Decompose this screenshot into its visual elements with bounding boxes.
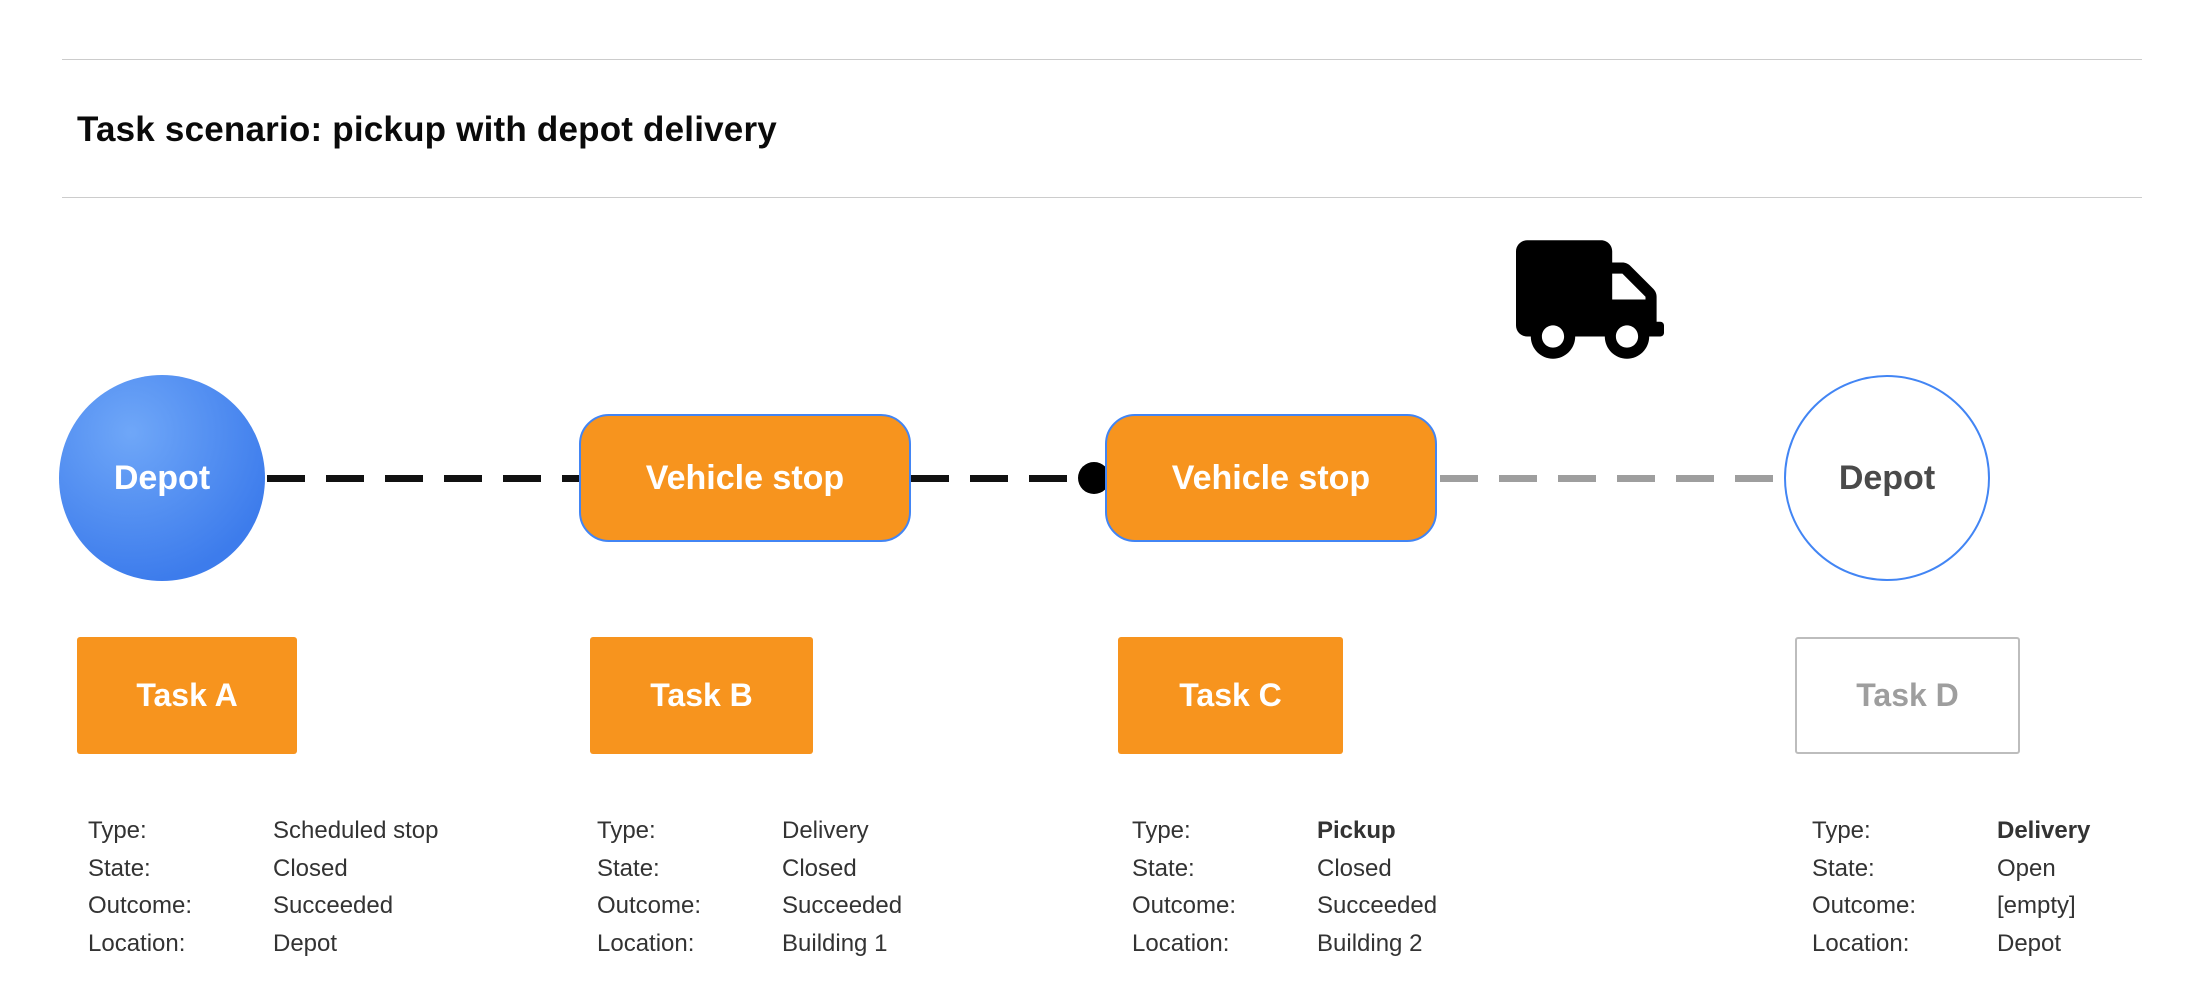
edge-stop2-to-depot bbox=[1440, 475, 1784, 482]
vehicle-stop-2-node: Vehicle stop bbox=[1105, 414, 1437, 542]
field-value-location: Building 1 bbox=[782, 929, 888, 957]
truck-icon bbox=[1516, 240, 1664, 359]
vehicle-stop-1-label: Vehicle stop bbox=[645, 458, 845, 497]
task-c-label: Task C bbox=[1179, 677, 1282, 713]
field-label-state: State: bbox=[88, 854, 151, 882]
field-label-outcome: Outcome: bbox=[1812, 892, 1917, 919]
field-value-outcome: Succeeded bbox=[1317, 892, 1438, 919]
task-b-label: Task B bbox=[650, 677, 753, 713]
field-value-location: Building 2 bbox=[1317, 929, 1423, 957]
field-value-location: Depot bbox=[273, 929, 338, 957]
task-a-box: Task A bbox=[77, 637, 297, 754]
task-c-details: Type: Pickup State: Closed Outcome: Succ… bbox=[1132, 812, 1437, 962]
task-b-details: Type: Delivery State: Closed Outcome: Su… bbox=[597, 812, 902, 962]
field-value-state: Closed bbox=[1317, 854, 1392, 882]
field-value-state: Closed bbox=[273, 854, 348, 882]
field-label-type: Type: bbox=[597, 817, 656, 844]
depot-start-node: Depot bbox=[59, 375, 265, 581]
field-label-location: Location: bbox=[1812, 929, 1910, 957]
field-label-outcome: Outcome: bbox=[597, 892, 702, 919]
field-value-outcome: Succeeded bbox=[782, 892, 903, 919]
task-b-box: Task B bbox=[590, 637, 813, 754]
field-label-type: Type: bbox=[1812, 817, 1871, 844]
field-value-state: Open bbox=[1997, 854, 2056, 882]
field-label-type: Type: bbox=[88, 817, 147, 844]
depot-end-label: Depot bbox=[1838, 458, 1936, 497]
edge-depot-to-stop1 bbox=[267, 475, 579, 482]
field-label-outcome: Outcome: bbox=[88, 892, 193, 919]
task-a-details: Type: Scheduled stop State: Closed Outco… bbox=[88, 812, 438, 962]
vehicle-stop-1-node: Vehicle stop bbox=[579, 414, 911, 542]
field-value-outcome: Succeeded bbox=[273, 892, 394, 919]
field-label-state: State: bbox=[1132, 854, 1195, 882]
top-divider bbox=[62, 59, 2142, 60]
vehicle-stop-2-label: Vehicle stop bbox=[1171, 458, 1371, 497]
field-label-state: State: bbox=[1812, 854, 1875, 882]
depot-end-node: Depot bbox=[1784, 375, 1990, 581]
task-d-box: Task D bbox=[1795, 637, 2020, 754]
title-divider bbox=[62, 197, 2142, 198]
field-label-location: Location: bbox=[1132, 929, 1230, 957]
field-value-outcome: [empty] bbox=[1997, 892, 2076, 919]
page-title: Task scenario: pickup with depot deliver… bbox=[77, 110, 777, 149]
depot-start-label: Depot bbox=[113, 458, 211, 497]
task-d-label: Task D bbox=[1856, 677, 1959, 713]
field-value-type: Delivery bbox=[1997, 817, 2091, 844]
field-label-location: Location: bbox=[597, 929, 695, 957]
truck-wheel-hub bbox=[1622, 331, 1632, 342]
field-value-type: Scheduled stop bbox=[273, 817, 439, 844]
field-label-type: Type: bbox=[1132, 817, 1191, 844]
edge-stop1-to-stop2 bbox=[911, 475, 1105, 482]
field-value-type: Pickup bbox=[1317, 817, 1396, 844]
waypoint-dot bbox=[1078, 462, 1110, 494]
task-c-box: Task C bbox=[1118, 637, 1343, 754]
field-value-state: Closed bbox=[782, 854, 857, 882]
task-a-label: Task A bbox=[136, 677, 238, 713]
field-value-type: Delivery bbox=[782, 817, 869, 844]
field-value-location: Depot bbox=[1997, 929, 2062, 957]
task-d-details: Type: Delivery State: Open Outcome: [emp… bbox=[1812, 812, 2090, 962]
field-label-state: State: bbox=[597, 854, 660, 882]
field-label-outcome: Outcome: bbox=[1132, 892, 1237, 919]
truck-wheel-hub bbox=[1548, 331, 1558, 342]
field-label-location: Location: bbox=[88, 929, 186, 957]
